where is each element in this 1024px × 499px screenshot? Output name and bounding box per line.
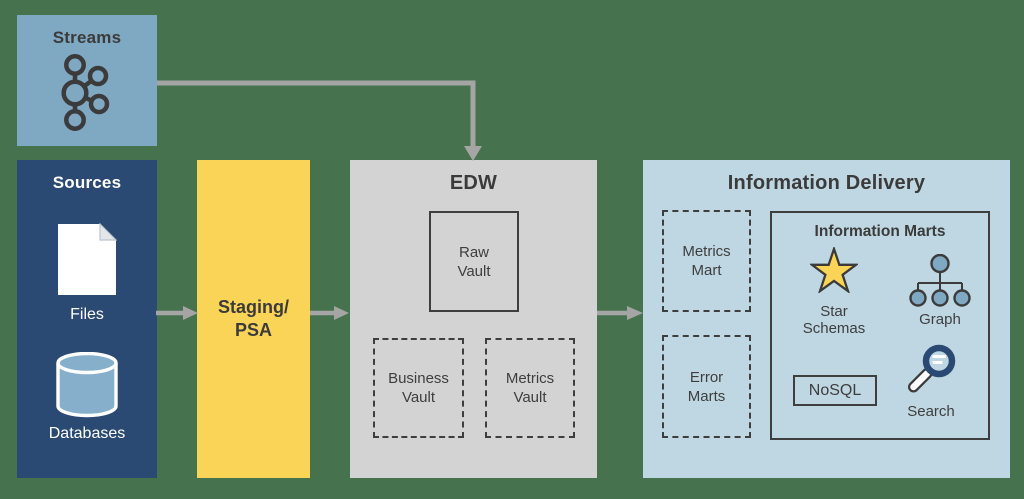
metrics-mart-box: Metrics Mart — [662, 210, 751, 312]
information-delivery-box: Information Delivery Metrics Mart Error … — [643, 160, 1010, 478]
database-cylinder-icon — [56, 352, 118, 418]
kafka-streams-icon — [61, 54, 110, 131]
sources-title: Sources — [52, 173, 122, 192]
star-icon — [810, 247, 858, 293]
star-schemas-label: Star Schemas — [802, 303, 866, 337]
streams-title: Streams — [52, 28, 122, 47]
business-vault-box: Business Vault — [373, 338, 464, 438]
raw-vault-box: Raw Vault — [429, 211, 519, 312]
arrow-streams-to-edw — [157, 80, 482, 161]
files-label: Files — [70, 306, 104, 323]
file-document-icon — [58, 223, 117, 295]
graph-nodes-icon — [909, 254, 971, 307]
information-marts-title: Information Marts — [814, 223, 946, 240]
databases-label: Databases — [48, 425, 126, 442]
sources-box: Sources Files Databases — [17, 160, 157, 478]
search-label: Search — [907, 403, 955, 420]
staging-psa-title: Staging/ PSA — [218, 297, 289, 340]
arrow-edw-to-delivery — [597, 306, 643, 320]
staging-psa-box: Staging/ PSA — [197, 160, 310, 478]
error-marts-box: Error Marts — [662, 335, 751, 438]
edw-title: EDW — [449, 172, 498, 194]
arrow-sources-to-staging — [156, 306, 198, 320]
metrics-vault-box: Metrics Vault — [485, 338, 575, 438]
nosql-label: NoSQL — [808, 381, 862, 399]
streams-box: Streams — [17, 15, 157, 146]
graph-label: Graph — [919, 311, 961, 328]
information-delivery-title: Information Delivery — [727, 172, 926, 194]
information-marts-box: Information Marts Star Schemas — [770, 211, 990, 440]
search-magnifier-icon — [908, 344, 956, 393]
nosql-box: NoSQL — [793, 375, 877, 406]
edw-box: EDW Raw Vault Business Vault Metrics Vau… — [350, 160, 597, 478]
star-schemas-item: Star Schemas — [790, 247, 878, 337]
search-item: Search — [887, 335, 975, 420]
graph-item: Graph — [896, 254, 984, 328]
arrow-staging-to-edw — [310, 306, 349, 320]
